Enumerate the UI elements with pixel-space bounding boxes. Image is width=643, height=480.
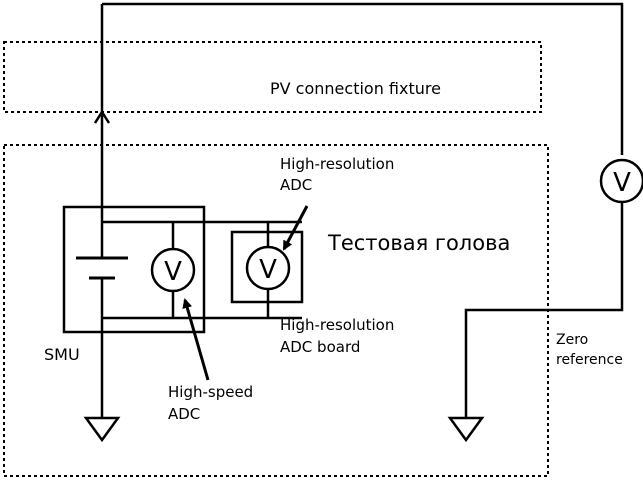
- zero-reference-wire: [464, 202, 624, 418]
- ground-icon: [83, 416, 121, 443]
- zero-reference-label-line1: Zero: [556, 332, 588, 348]
- high-speed-adc-pointer-arrow: [182, 298, 210, 381]
- high-speed-adc-label-line2: ADC: [168, 405, 200, 423]
- fixture-box: [3, 41, 542, 113]
- hi-res-adc-pointer-arrow: [282, 205, 309, 251]
- hi-res-adc-label-line2: ADC: [280, 176, 312, 194]
- hi-res-board-label-line1: High-resolution: [280, 316, 394, 334]
- hi-res-adc-label-line1: High-resolution: [280, 155, 394, 173]
- hi-res-board-label-line2: ADC board: [280, 338, 360, 356]
- reference-voltmeter-symbol: V: [613, 168, 631, 198]
- high-resolution-voltmeter-symbol: V: [259, 255, 277, 285]
- high-speed-voltmeter-symbol: V: [164, 257, 182, 287]
- fixture-arrow-icon: [93, 109, 111, 124]
- test-head-label: Тестовая голова: [327, 231, 510, 255]
- high-resolution-voltmeter: [245, 245, 291, 291]
- zero-reference-label-line2: reference: [556, 352, 623, 368]
- smu-label: SMU: [44, 345, 80, 364]
- fixture-label: PV connection fixture: [270, 79, 441, 98]
- high-speed-adc-label-line1: High-speed: [168, 383, 253, 401]
- smu-box: [62, 205, 206, 334]
- high-speed-voltmeter: [150, 247, 196, 293]
- battery-gap: [96, 258, 108, 278]
- zero-reference-ground-icon: [447, 416, 485, 443]
- top-loop-wire: [102, 2, 624, 155]
